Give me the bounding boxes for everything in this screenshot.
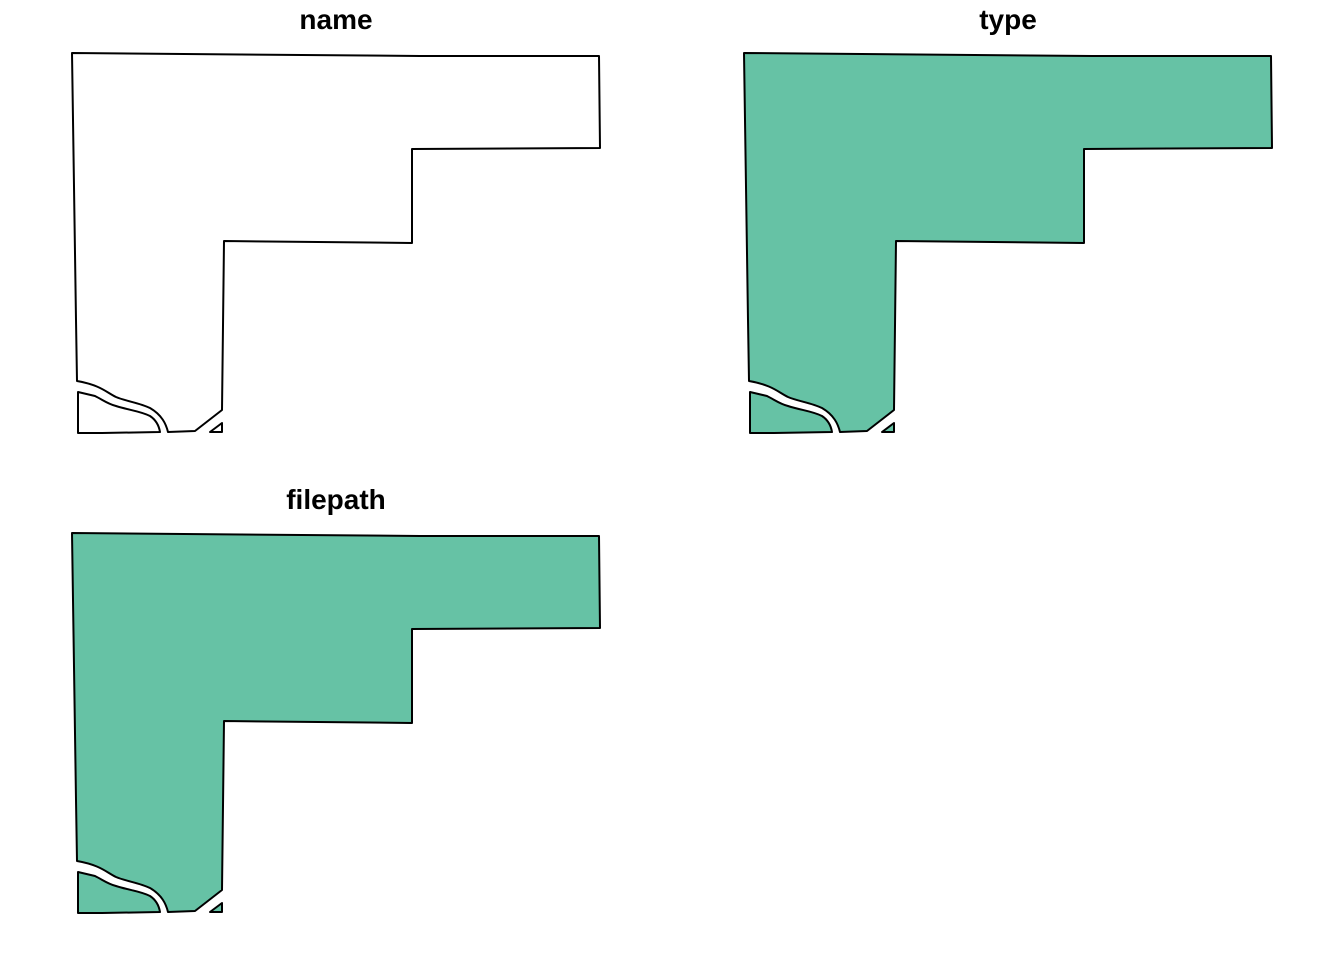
main-polygon — [743, 52, 1273, 433]
main-polygon — [71, 532, 601, 913]
small-polygon — [77, 391, 161, 434]
panel-title: name — [299, 4, 373, 35]
small-polygon — [77, 871, 161, 914]
triangle-polygon — [209, 902, 223, 913]
map-shapes — [71, 532, 601, 914]
panel-title: type — [979, 4, 1037, 35]
map-panel-filepath: filepath — [0, 480, 672, 960]
triangle-polygon — [881, 422, 895, 433]
map-panel-name: name — [0, 0, 672, 480]
main-polygon — [71, 52, 601, 433]
panel-title: filepath — [286, 484, 386, 515]
map-shapes — [71, 52, 601, 434]
map-shapes — [743, 52, 1273, 434]
map-panel-type: type — [672, 0, 1344, 480]
triangle-polygon — [209, 422, 223, 433]
small-polygon — [749, 391, 833, 434]
